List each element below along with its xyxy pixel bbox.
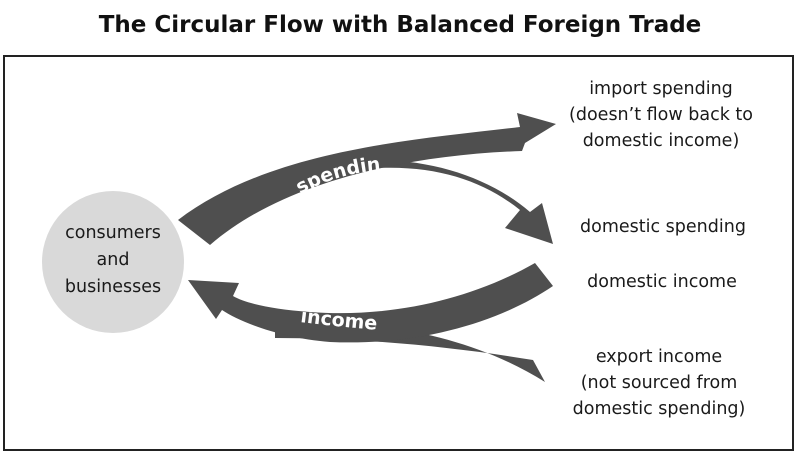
import-spending-line: (doesn’t flow back to — [569, 105, 753, 125]
consumers-businesses-label: consumers and businesses — [42, 220, 184, 301]
export-income-line: (not sourced from — [580, 373, 738, 393]
domestic-spending-line: domestic spending — [580, 217, 746, 237]
import-spending-line: domestic income) — [582, 131, 740, 151]
import-spending-label: import spending (doesn’t flow back to do… — [548, 76, 774, 154]
import-spending-line: import spending — [589, 79, 733, 99]
diagram-frame — [3, 55, 794, 451]
domestic-spending-label: domestic spending — [560, 214, 766, 240]
spending-arrow-label: spending — [0, 0, 381, 198]
domestic-income-line: domestic income — [587, 272, 737, 292]
export-income-label: export income (not sourced from domestic… — [552, 344, 766, 422]
export-income-line: domestic spending) — [572, 399, 746, 419]
diagram-title: The Circular Flow with Balanced Foreign … — [98, 12, 702, 38]
circle-label-line: consumers — [65, 223, 161, 243]
consumers-businesses-circle — [42, 191, 184, 333]
domestic-income-label: domestic income — [562, 269, 762, 295]
income-arrow-domestic-branch — [188, 263, 553, 343]
circle-label-line: businesses — [64, 277, 162, 297]
spending-arrow-import-branch — [178, 113, 556, 245]
circle-label-line: and — [96, 250, 130, 270]
export-income-line: export income — [595, 347, 723, 367]
